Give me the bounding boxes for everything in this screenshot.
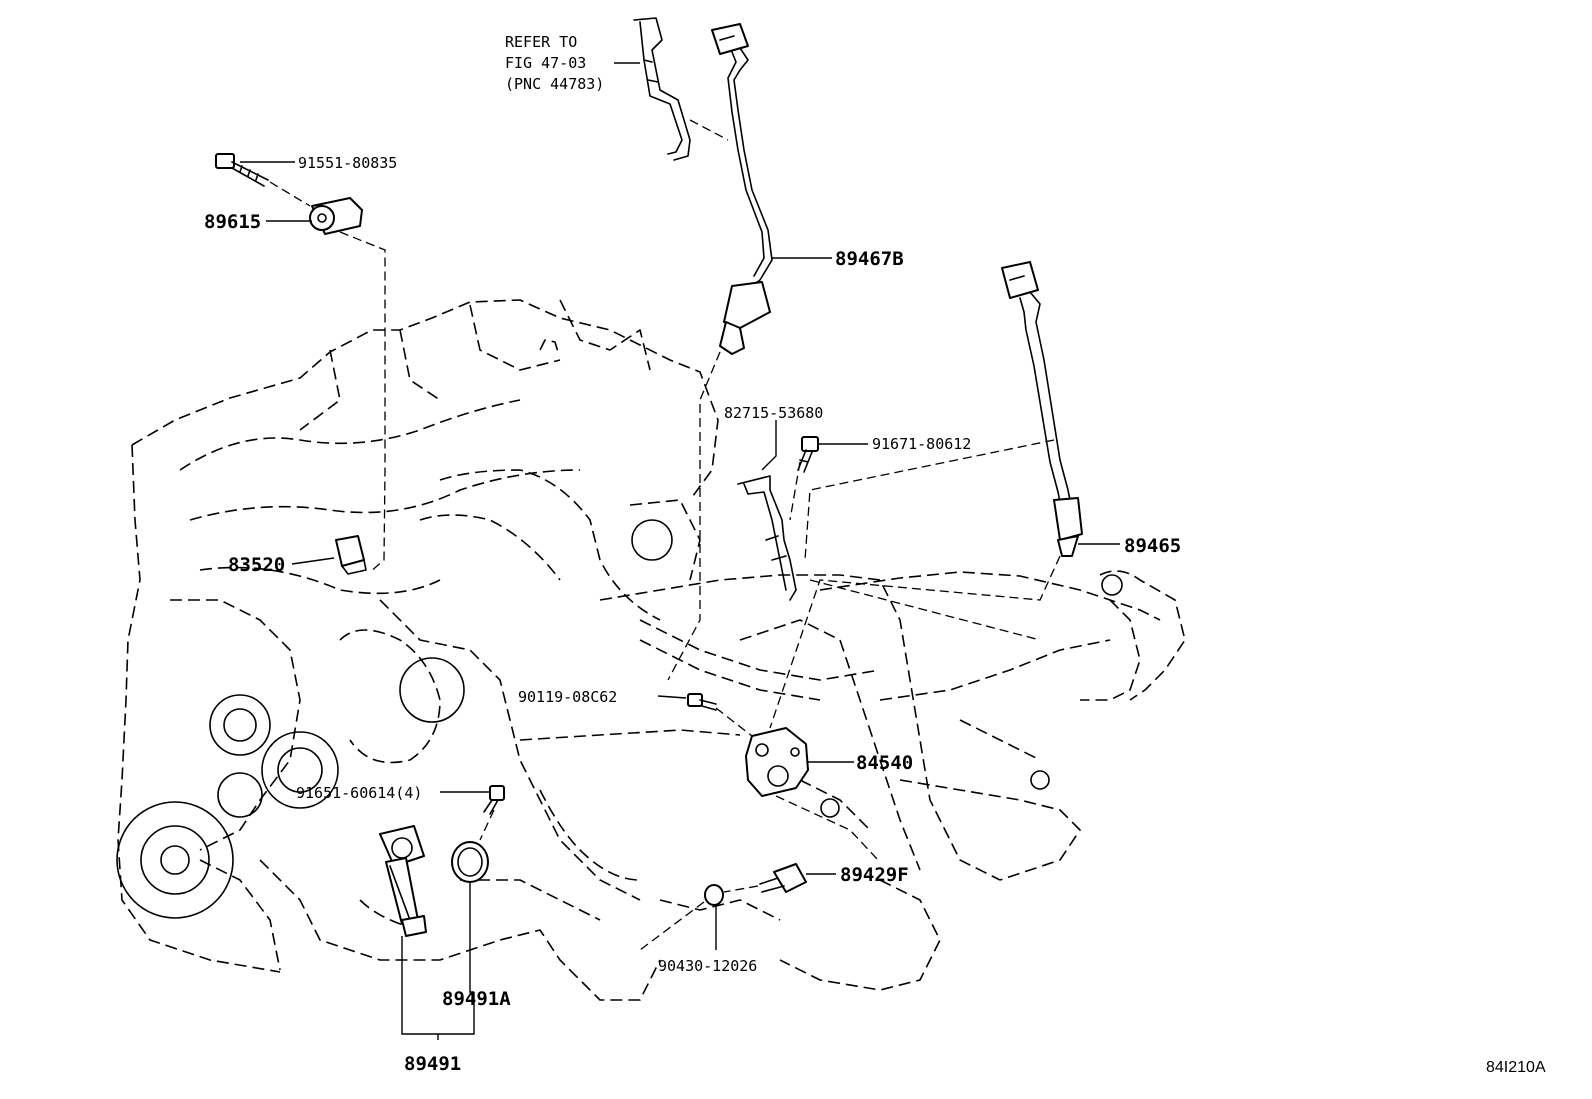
bracket-44783 xyxy=(633,17,691,161)
part-label-90430-12026[interactable]: 90430-12026 xyxy=(658,957,757,975)
leader-lines xyxy=(240,62,1120,1040)
part-label-89491A[interactable]: 89491A xyxy=(442,988,511,1010)
part-label-82715-53680[interactable]: 82715-53680 xyxy=(724,404,823,422)
oxygen-sensor-89465 xyxy=(1001,261,1083,557)
part-label-89467B[interactable]: 89467B xyxy=(835,248,904,270)
part-label-89491[interactable]: 89491 xyxy=(404,1053,461,1075)
part-label-89615[interactable]: 89615 xyxy=(204,211,261,233)
part-label-91551-80835[interactable]: 91551-80835 xyxy=(298,154,397,172)
gasket-89491A xyxy=(451,841,489,883)
figure-id: 84I210A xyxy=(1486,1059,1546,1076)
labels: REFER TO FIG 47-03 (PNC 44783) 91551-808… xyxy=(204,33,1546,1076)
part-label-91671-80612[interactable]: 91671-80612 xyxy=(872,435,971,453)
clamp-82715-53680 xyxy=(737,475,797,601)
sensor-83520 xyxy=(335,535,367,575)
bolt-91551-80835 xyxy=(215,153,269,187)
gasket-90430-12026 xyxy=(704,884,724,906)
refer-note-line2: FIG 47-03 xyxy=(505,54,586,72)
refer-note-line1: REFER TO xyxy=(505,33,577,51)
knock-sensor-89615 xyxy=(309,197,363,235)
part-label-90119-08C62[interactable]: 90119-08C62 xyxy=(518,688,617,706)
sensor-89429F xyxy=(759,863,807,893)
engine-outline xyxy=(116,299,1186,1001)
bolt-90119-08C62 xyxy=(687,693,717,711)
part-label-89465[interactable]: 89465 xyxy=(1124,535,1181,557)
switch-84540 xyxy=(745,727,809,797)
refer-note-line3: (PNC 44783) xyxy=(505,75,604,93)
part-label-84540[interactable]: 84540 xyxy=(856,752,913,774)
oxygen-sensor-89467B xyxy=(711,23,773,355)
assembly-lines xyxy=(269,119,1061,951)
oil-level-sensor-89491 xyxy=(379,825,427,937)
part-label-89429F[interactable]: 89429F xyxy=(840,864,909,886)
part-label-91651-60614[interactable]: 91651-60614(4) xyxy=(296,784,422,802)
bolt-91651-60614 xyxy=(483,785,505,815)
part-label-83520[interactable]: 83520 xyxy=(228,554,285,576)
bolt-91671-80612 xyxy=(797,436,819,473)
